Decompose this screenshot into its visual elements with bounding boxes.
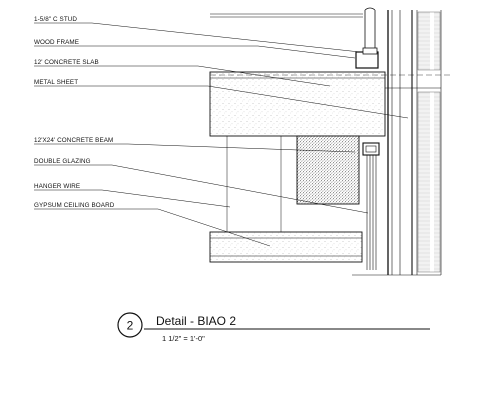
leader-concrete-beam [34, 143, 356, 153]
leader-hanger-wire [34, 189, 231, 208]
detail-scale: 1 1/2" = 1'-0" [162, 334, 205, 343]
gypsum-ceiling-board [209, 231, 363, 263]
leader-gypsum-board [34, 208, 271, 247]
insulation-panel-top [417, 11, 441, 71]
glazing-head-inner [365, 145, 377, 153]
double-glazing [362, 142, 380, 270]
concrete-beam [296, 135, 360, 205]
leader-concrete-slab [34, 65, 331, 87]
stud-cap [362, 47, 378, 55]
label-metal-sheet: METAL SHEET [34, 79, 78, 86]
label-c-stud: 1-5/8" C STUD [34, 16, 77, 23]
exterior-wall [210, 7, 442, 276]
leader-metal-sheet [34, 85, 409, 119]
concrete-slab [209, 71, 386, 137]
title-block: 2 Detail - BIAO 2 1 1/2" = 1'-0" [117, 312, 430, 343]
label-gypsum-board: GYPSUM CEILING BOARD [34, 202, 115, 209]
detail-title: Detail - BIAO 2 [156, 314, 236, 328]
wood-frame-block [355, 51, 379, 69]
label-wood-frame: WOOD FRAME [34, 39, 79, 46]
detail-number-circle [117, 312, 143, 338]
label-concrete-beam: 12'X24' CONCRETE BEAM [34, 137, 113, 144]
leader-wood-frame [34, 45, 356, 59]
label-double-glazing: DOUBLE GLAZING [34, 158, 91, 165]
label-hanger-wire: HANGER WIRE [34, 183, 80, 190]
leader-double-glazing [34, 164, 369, 214]
break-mark-top [364, 7, 376, 11]
label-concrete-slab: 12' CONCRETE SLAB [34, 59, 99, 66]
insulation-panel-bottom [417, 91, 441, 273]
leader-c-stud [34, 22, 361, 53]
leader-lines [34, 22, 409, 247]
detail-number: 2 [127, 319, 134, 333]
